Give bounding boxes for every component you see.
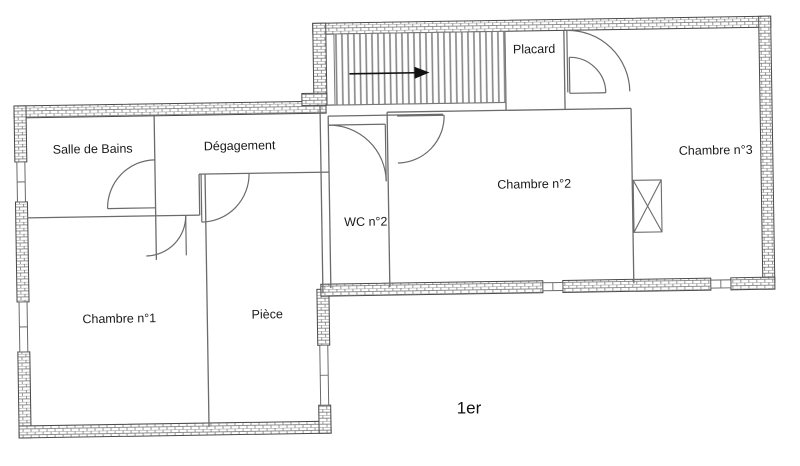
partition-chambre1-piece (204, 174, 210, 428)
partition-wc2-north (328, 113, 444, 117)
interior-partitions (27, 30, 635, 428)
room-labels: Salle de Bains Dégagement Chambre n°1 Pi… (53, 42, 753, 326)
partition-chambre2-north (387, 107, 632, 113)
door-wc-2 (328, 123, 387, 182)
doors (106, 29, 631, 257)
room-label-chambre-2: Chambre n°2 (497, 177, 571, 192)
wall-piece-east-lower (318, 404, 332, 434)
door-placard-left (568, 56, 607, 94)
wall-left-block-south (18, 420, 332, 439)
wall-piece-east-upper (316, 288, 331, 346)
partition-piece-east (319, 105, 324, 294)
room-label-wc-2: WC n°2 (344, 214, 387, 229)
floor-level-label: 1er (457, 398, 482, 417)
wall-upper-block-south-mid (562, 277, 712, 293)
room-label-piece: Pièce (252, 307, 284, 321)
windows (16, 161, 732, 406)
door-degagement (200, 173, 250, 223)
partition-degagement-south (199, 171, 330, 175)
wall-west-middle (14, 201, 30, 303)
wall-upper-block-east (758, 15, 776, 283)
room-label-degagement: Dégagement (204, 138, 276, 153)
partition-sdb-south (27, 214, 200, 219)
staircase-direction-arrow (349, 66, 430, 79)
wall-west-upper (13, 105, 28, 163)
room-label-salle-de-bains: Salle de Bains (53, 141, 133, 156)
wall-stair-south-stub (301, 92, 328, 107)
room-label-chambre-1: Chambre n°1 (82, 311, 156, 326)
exterior-walls (13, 15, 776, 439)
door-placard-right (566, 29, 631, 93)
wall-upper-block-south-left (320, 280, 544, 297)
staircase-treads (333, 30, 507, 106)
wall-west-lower (17, 351, 32, 439)
door-chambre-2 (397, 114, 445, 164)
partition-sdb-degagement (153, 115, 158, 260)
wall-upper-block-south-right (730, 276, 776, 291)
wall-upper-block-north (312, 15, 772, 35)
wall-left-block-north (13, 100, 327, 119)
room-label-chambre-3: Chambre n°3 (679, 143, 753, 158)
partition-wc2-east (386, 112, 391, 288)
door-salle-de-bains (106, 159, 156, 210)
partition-degagement-west (198, 174, 201, 216)
partition-wc2-west (327, 116, 332, 289)
staircase (333, 30, 507, 106)
opening-chambre2-chambre3 (632, 179, 663, 233)
room-label-placard: Placard (513, 42, 556, 57)
door-chambre-1 (146, 215, 187, 257)
partition-chambre2-chambre3 (630, 108, 635, 284)
partition-placard-east (563, 30, 566, 110)
